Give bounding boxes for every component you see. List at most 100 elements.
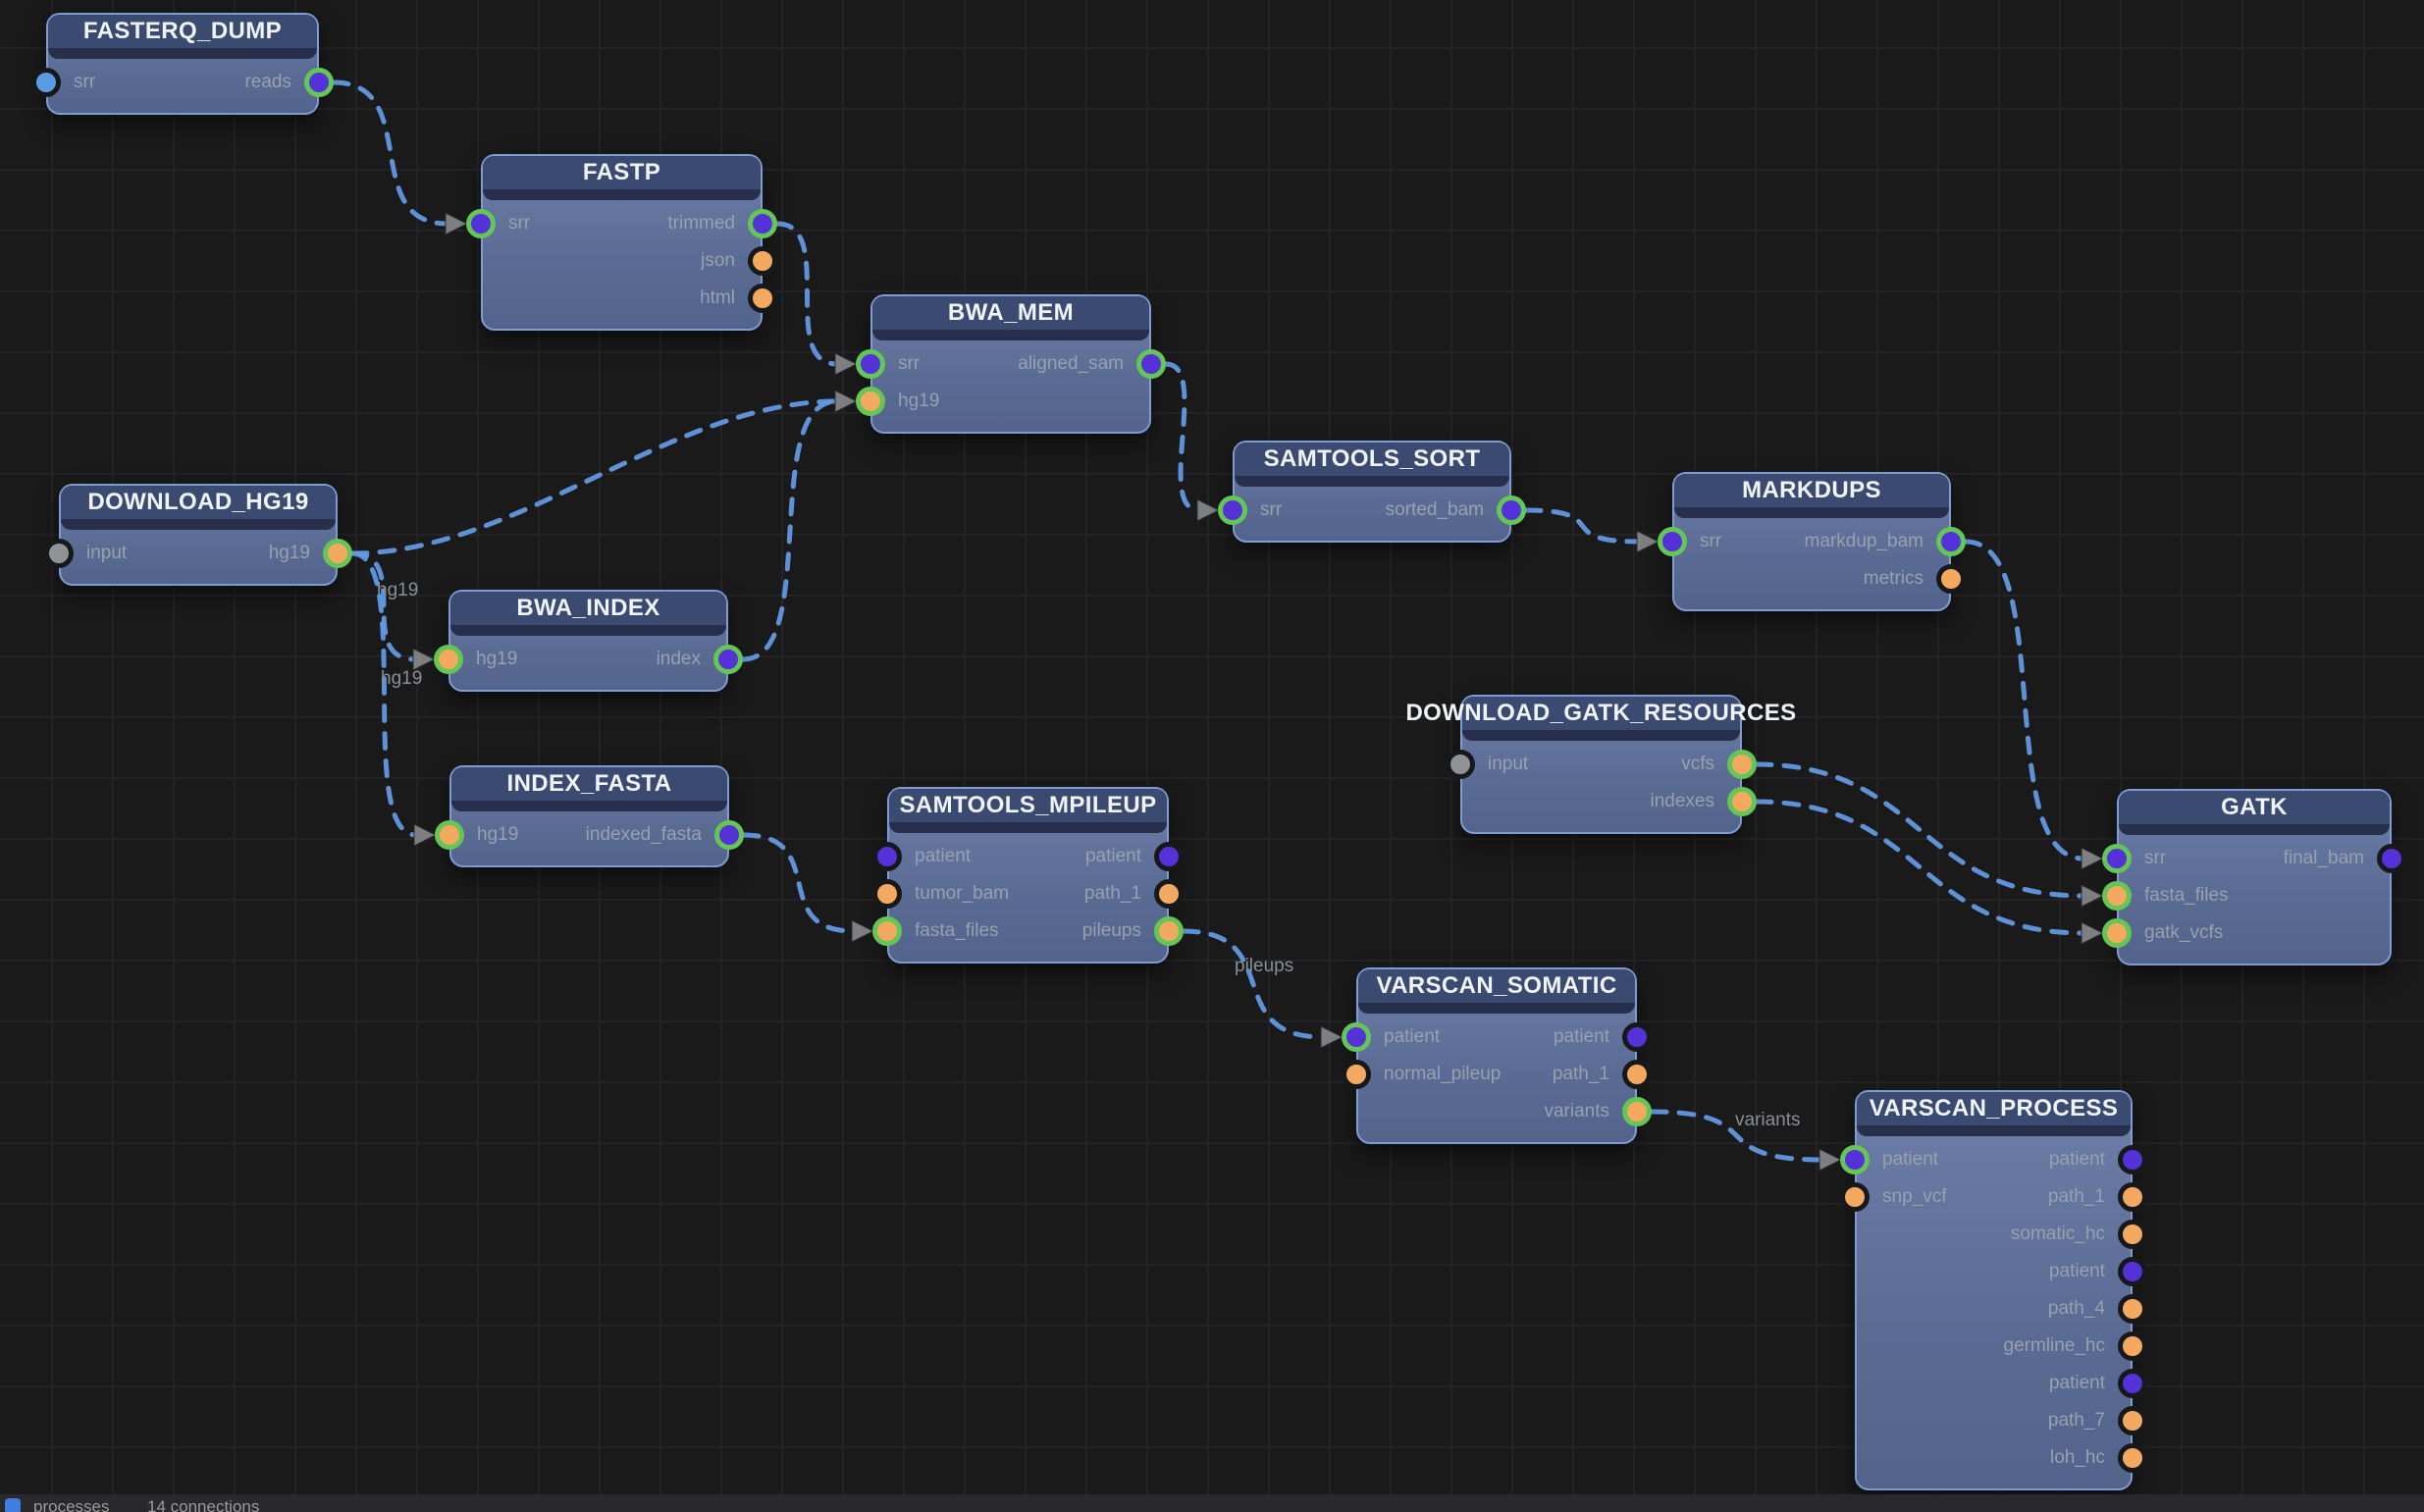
- edge-bwa_mem-samtools_sort[interactable]: [1163, 361, 1202, 513]
- port-out-somatic_hc: somatic_hc: [1998, 1220, 2147, 1249]
- port-out-patient: patient: [1073, 842, 1184, 871]
- port-dot-sorted_bam[interactable]: [1497, 495, 1526, 525]
- node-header-shadow: [61, 519, 336, 530]
- port-dot-patient[interactable]: [2118, 1257, 2147, 1286]
- port-dot-pileups[interactable]: [1154, 916, 1184, 946]
- node-title-bar[interactable]: SAMTOOLS_MPILEUP: [889, 789, 1167, 822]
- edge-download_gatk_resources-gatk[interactable]: [1754, 799, 2086, 936]
- edge-download_hg19-bwa_index[interactable]: [349, 550, 418, 662]
- node-title-bar[interactable]: GATK: [2119, 791, 2390, 824]
- port-dot-hg19[interactable]: [323, 539, 352, 568]
- port-dot-path_1[interactable]: [1154, 879, 1184, 909]
- port-dot-vcfs[interactable]: [1727, 750, 1757, 779]
- node-title-bar[interactable]: FASTP: [483, 156, 761, 189]
- port-dot-trimmed[interactable]: [748, 209, 777, 238]
- port-dot-tumor_bam[interactable]: [872, 879, 902, 909]
- node-title-bar[interactable]: SAMTOOLS_SORT: [1235, 443, 1509, 476]
- edge-samtools_mpileup-varscan_somatic[interactable]: [1181, 928, 1326, 1040]
- port-dot-patient[interactable]: [2118, 1369, 2147, 1398]
- port-dot-srr[interactable]: [856, 349, 885, 379]
- port-dot-index[interactable]: [713, 645, 743, 674]
- edge-download_hg19-bwa_mem[interactable]: [349, 398, 840, 556]
- node-title-bar[interactable]: FASTERQ_DUMP: [48, 15, 317, 48]
- edge-fastp-bwa_mem[interactable]: [774, 221, 840, 367]
- edge-markdups-gatk[interactable]: [1963, 539, 2086, 861]
- port-dot-path_1[interactable]: [2118, 1182, 2147, 1212]
- port-dot-srr[interactable]: [31, 68, 61, 97]
- port-dot-final_bam[interactable]: [2377, 844, 2406, 873]
- port-dot-patient[interactable]: [1342, 1022, 1371, 1052]
- edge-download_hg19-index_fasta[interactable]: [349, 550, 419, 838]
- port-label: germline_hc: [2003, 1335, 2106, 1356]
- node-title-bar[interactable]: BWA_MEM: [872, 296, 1149, 330]
- port-dot-snp_vcf[interactable]: [1840, 1182, 1870, 1212]
- node-title-bar[interactable]: VARSCAN_PROCESS: [1857, 1092, 2131, 1125]
- edge-samtools_sort-markdups[interactable]: [1523, 507, 1642, 545]
- arrowhead: [2081, 847, 2105, 870]
- port-dot-patient[interactable]: [872, 842, 902, 871]
- port-dot-input[interactable]: [44, 539, 74, 568]
- port-dot-srr[interactable]: [1658, 527, 1687, 556]
- edge-fasterq_dump-fastp[interactable]: [331, 79, 450, 227]
- port-dot-patient[interactable]: [1840, 1145, 1870, 1174]
- port-dot-normal_pileup[interactable]: [1342, 1060, 1371, 1089]
- edge-download_gatk_resources-gatk[interactable]: [1754, 761, 2086, 899]
- node-title-bar[interactable]: VARSCAN_SOMATIC: [1358, 969, 1635, 1003]
- port-dot-patient[interactable]: [1154, 842, 1184, 871]
- port-dot-aligned_sam[interactable]: [1136, 349, 1166, 379]
- port-dot-patient[interactable]: [1622, 1022, 1652, 1052]
- port-dot-path_1[interactable]: [1622, 1060, 1652, 1089]
- port-dot-hg19[interactable]: [435, 820, 464, 850]
- port-dot-fasta_files[interactable]: [2102, 881, 2132, 911]
- port-dot-indexes[interactable]: [1727, 787, 1757, 816]
- port-dot-input[interactable]: [1446, 750, 1475, 779]
- port-dot-somatic_hc[interactable]: [2118, 1220, 2147, 1249]
- node-title-bar[interactable]: DOWNLOAD_GATK_RESOURCES: [1405, 697, 1796, 730]
- port-dot-srr[interactable]: [466, 209, 496, 238]
- port-dot-fasta_files[interactable]: [872, 916, 902, 946]
- port-dot-srr[interactable]: [1218, 495, 1247, 525]
- port-in-hg19: hg19: [434, 645, 530, 674]
- port-dot-metrics[interactable]: [1936, 564, 1966, 594]
- port-label: patient: [1384, 1026, 1441, 1047]
- port-in-srr: srr: [1658, 527, 1734, 556]
- port-in-input: input: [44, 539, 139, 568]
- edge-bwa_index-bwa_mem[interactable]: [740, 398, 840, 662]
- port-dot-srr[interactable]: [2102, 844, 2132, 873]
- port-dot-hg19[interactable]: [434, 645, 463, 674]
- edge-index_fasta-samtools_mpileup[interactable]: [741, 832, 857, 934]
- port-dot-path_4[interactable]: [2118, 1294, 2147, 1324]
- port-dot-gatk_vcfs[interactable]: [2102, 918, 2132, 948]
- node-title-bar[interactable]: DOWNLOAD_HG19: [61, 486, 336, 519]
- port-dot-patient[interactable]: [2118, 1145, 2147, 1174]
- edge-varscan_somatic-varscan_process[interactable]: [1649, 1109, 1824, 1163]
- port-dot-germline_hc[interactable]: [2118, 1331, 2147, 1361]
- node-title-bar[interactable]: INDEX_FASTA: [451, 767, 727, 801]
- port-dot-variants[interactable]: [1622, 1097, 1652, 1126]
- port-dot-html[interactable]: [748, 284, 777, 313]
- port-dot-loh_hc[interactable]: [2118, 1443, 2147, 1473]
- port-dot-path_7[interactable]: [2118, 1406, 2147, 1435]
- port-dot-reads[interactable]: [304, 68, 334, 97]
- node-title-bar[interactable]: BWA_INDEX: [450, 592, 726, 625]
- arrowhead: [834, 352, 859, 376]
- node-title-bar[interactable]: MARKDUPS: [1674, 474, 1949, 507]
- port-dot-json[interactable]: [748, 246, 777, 276]
- port-dot-hg19[interactable]: [856, 387, 885, 416]
- port-dot-indexed_fasta[interactable]: [714, 820, 744, 850]
- port-dot-markdup_bam[interactable]: [1936, 527, 1966, 556]
